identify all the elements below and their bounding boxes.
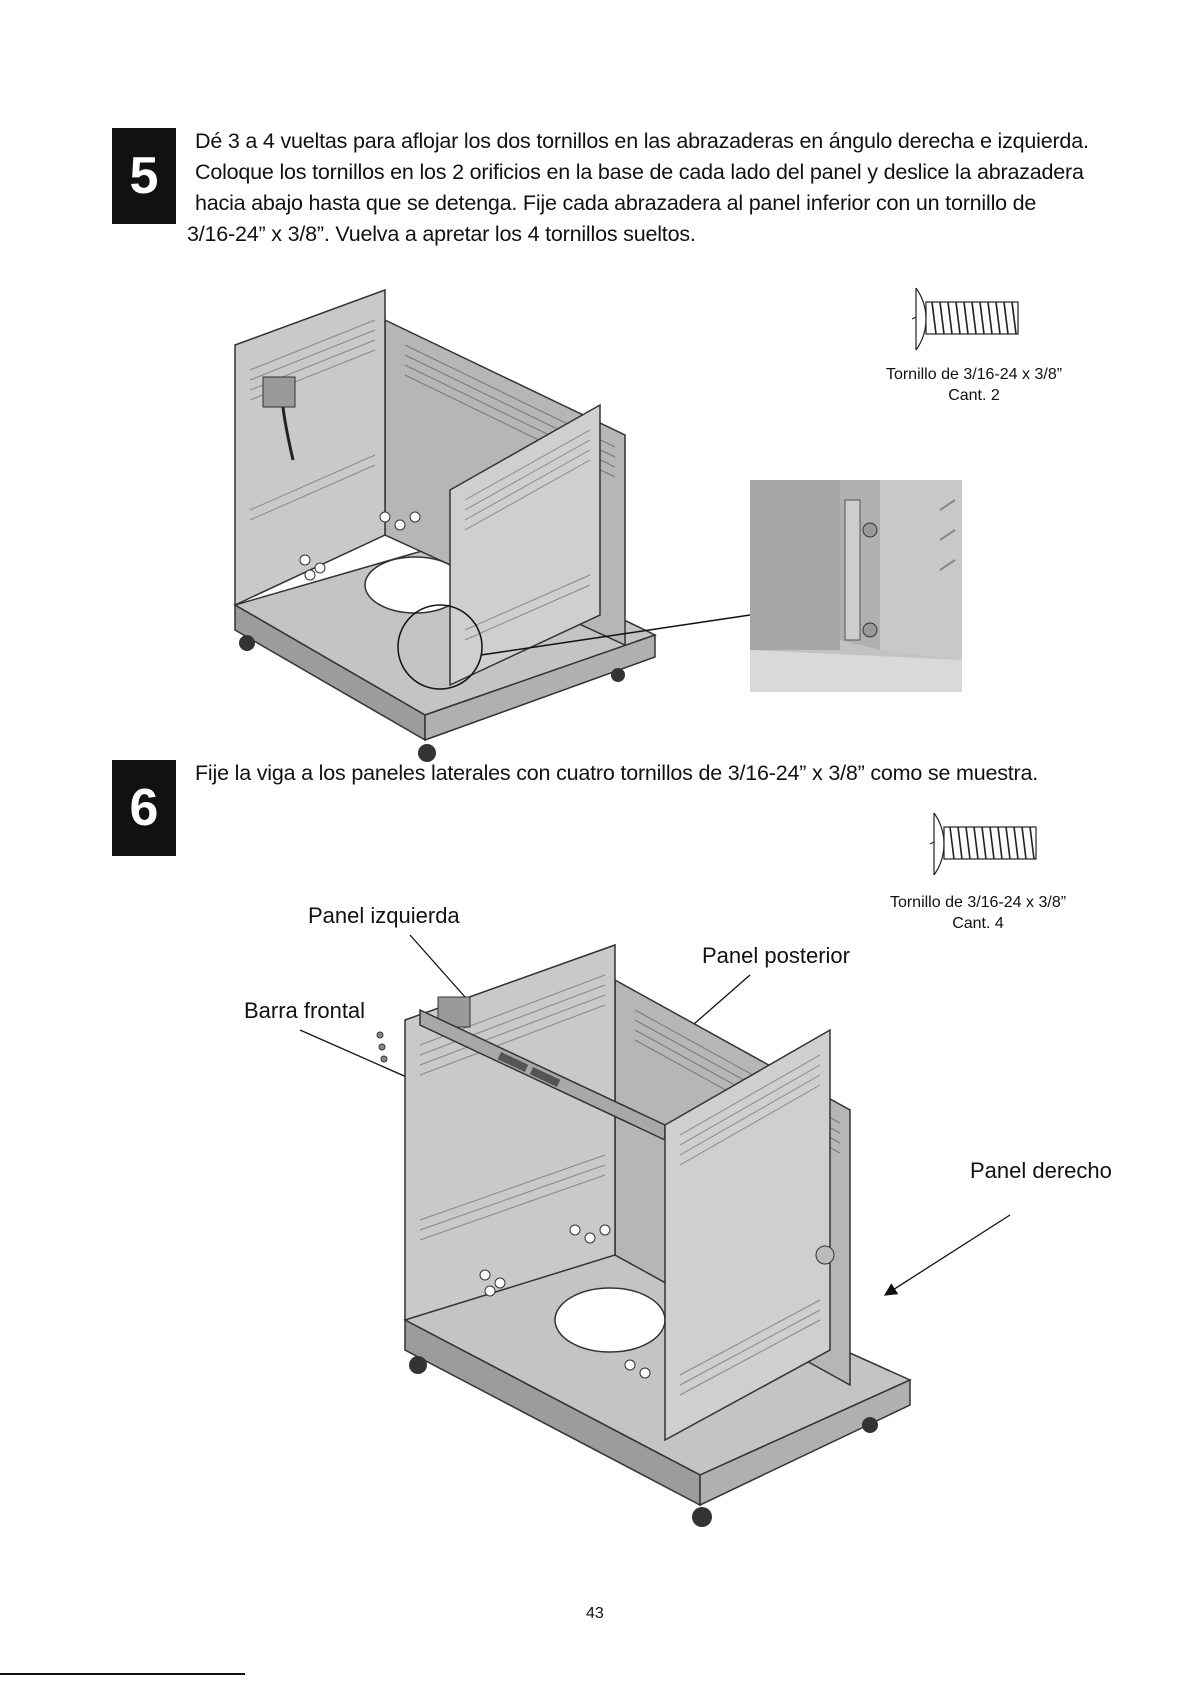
step-6-badge: 6 <box>112 760 176 856</box>
step-5-instructions: Dé 3 a 4 vueltas para aflojar los dos to… <box>187 126 1089 250</box>
label-right-panel: Panel derecho <box>970 1158 1112 1183</box>
footer-rule <box>0 1673 245 1675</box>
step-5-line-1: Dé 3 a 4 vueltas para aflojar los dos to… <box>195 129 1089 153</box>
cabinet-illustration-step-6 <box>376 943 912 1527</box>
step-6-instructions: Fije la viga a los paneles laterales con… <box>195 758 1038 789</box>
step-5-line-4: 3/16-24” x 3/8”. Vuelva a apretar los 4 … <box>187 222 696 246</box>
screw-quantity: Cant. 2 <box>948 387 1000 404</box>
step-6-line-1: Fije la viga a los paneles laterales con… <box>195 761 1039 785</box>
label-left-panel: Panel izquierda <box>308 903 460 928</box>
label-rear-panel: Panel posterior <box>702 943 850 968</box>
step-5-number: 5 <box>129 147 159 205</box>
screw-name: Tornillo de 3/16-24 x 3/8” <box>885 366 1063 383</box>
step-5-line-2: Coloque los tornillos en los 2 orificios… <box>195 160 1084 184</box>
screw-name: Tornillo de 3/16-24 x 3/8” <box>889 894 1067 911</box>
cabinet-illustration-step-5 <box>233 288 751 762</box>
screw-icon <box>929 812 1037 876</box>
step-5-badge: 5 <box>112 128 176 224</box>
step-6-screw-caption: Tornillo de 3/16-24 x 3/8” Cant. 4 <box>878 892 1078 934</box>
label-front-bar: Barra frontal <box>244 998 366 1023</box>
page-number: 43 <box>586 1605 604 1622</box>
bracket-detail-inset <box>750 480 962 692</box>
step-6-number: 6 <box>129 779 159 837</box>
step-5-line-3: hacia abajo hasta que se detenga. Fije c… <box>195 191 1037 215</box>
screw-icon <box>911 287 1019 351</box>
step-5-screw-caption: Tornillo de 3/16-24 x 3/8” Cant. 2 <box>874 364 1074 406</box>
screw-quantity: Cant. 4 <box>952 915 1004 932</box>
